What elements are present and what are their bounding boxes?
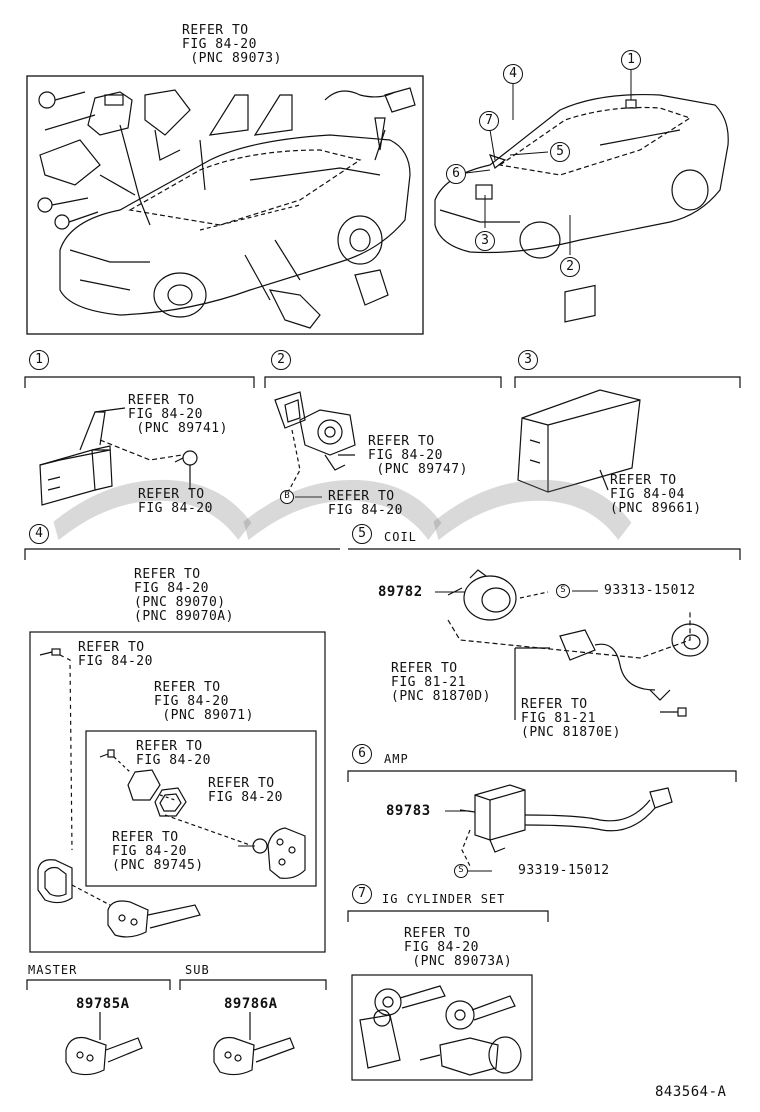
top-left-refer: REFER TO FIG 84-20 (PNC 89073) [182,23,282,66]
section6-screw-mark: S [454,864,468,878]
section4-refer-i2: REFER TO FIG 84-20 [208,776,283,805]
section4-refer-i3: REFER TO FIG 84-20 (PNC 89745) [112,830,204,873]
section4-inner-frame [85,730,317,887]
car-callout-4: 4 [503,64,523,84]
section4-refer-inner: REFER TO FIG 84-20 (PNC 89071) [154,680,254,723]
section6-screw-part: 93319-15012 [518,863,610,878]
callout-leaders [465,70,632,255]
car-callout-2: 2 [560,257,580,277]
section5-part-number: 89782 [378,584,423,600]
section4-refer-screw: REFER TO FIG 84-20 [78,640,153,669]
car-illustration-right [434,94,729,259]
section4-refer-main: REFER TO FIG 84-20 (PNC 89070) (PNC 8907… [134,567,234,624]
section2-bolt-mark: B [280,490,294,504]
section5-parts [447,569,709,720]
section6-number: 6 [352,744,372,764]
section2-parts [274,391,356,493]
section6-title: AMP [384,752,409,766]
section5-number: 5 [352,524,372,544]
sub-part-number: 89786A [224,996,278,1012]
sub-title: SUB [185,963,210,977]
master-part-number: 89785A [76,996,130,1012]
car-callout-6: 6 [446,164,466,184]
car-illustration-left [59,134,411,318]
section-header-lines [24,376,741,990]
car-callout-7: 7 [479,111,499,131]
section2-number: 2 [271,350,291,370]
section1-refer-a: REFER TO FIG 84-20 (PNC 89741) [128,393,228,436]
section7-title: IG CYLINDER SET [382,892,506,906]
sub-key [213,1012,295,1076]
section5-screw-part: 93313-15012 [604,583,696,598]
car-callout-1: 1 [621,50,641,70]
watermark: ⌒⌒⌒ [20,467,600,700]
section1-parts [39,407,198,506]
master-key [65,1012,143,1076]
section5-refer-b: REFER TO FIG 81-21 (PNC 81870E) [521,697,621,740]
section5-refer-a: REFER TO FIG 81-21 (PNC 81870D) [391,661,491,704]
section1-refer-b: REFER TO FIG 84-20 [138,487,213,516]
section2-refer-a: REFER TO FIG 84-20 (PNC 89747) [368,434,468,477]
section6-part-number: 89783 [386,803,431,819]
section4-refer-i1: REFER TO FIG 84-20 [136,739,211,768]
section4-parts [37,648,306,938]
section3-parts [517,284,641,493]
figure-id: 843564-A [655,1084,727,1100]
section3-number: 3 [518,350,538,370]
car-callout-5: 5 [550,142,570,162]
section3-refer: REFER TO FIG 84-04 (PNC 89661) [610,473,702,516]
section7-refer: REFER TO FIG 84-20 (PNC 89073A) [404,926,513,969]
master-title: MASTER [28,963,78,977]
section7-frame [351,974,533,1081]
section5-screw-mark: S [556,584,570,598]
top-left-parts [37,87,416,329]
section2-refer-b: REFER TO FIG 84-20 [328,489,403,518]
section4-number: 4 [29,524,49,544]
section5-title: COIL [384,530,417,544]
section1-number: 1 [29,350,49,370]
car-callout-3: 3 [475,231,495,251]
label-leaders [238,496,598,872]
top-left-frame [26,75,424,335]
section4-outer-frame [29,631,326,953]
section7-number: 7 [352,884,372,904]
section6-parts [459,784,673,867]
section7-parts [359,985,522,1076]
